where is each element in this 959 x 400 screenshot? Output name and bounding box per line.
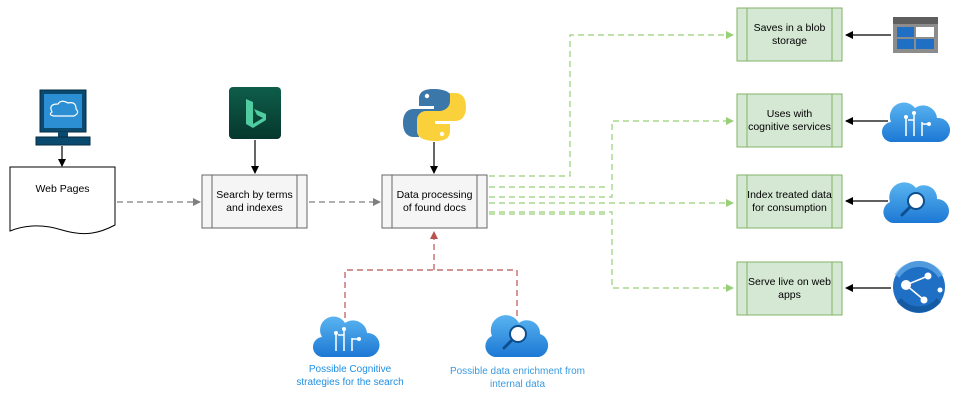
search-node (201, 174, 308, 229)
web-pages-label: Web Pages (35, 182, 90, 195)
processing-label: Data processing of found docs (396, 188, 473, 214)
bing-icon (229, 87, 281, 139)
computer-icon (35, 89, 91, 146)
web-pages-node (9, 166, 116, 235)
blob-label: Saves in a blob storage (753, 21, 826, 47)
green-connectors (489, 31, 734, 292)
index-label: Index treated data for consumption (747, 188, 832, 214)
processing-node (381, 174, 488, 229)
cognitive-services-icon (881, 102, 951, 143)
search-label: Search by terms and indexes (216, 188, 293, 214)
python-icon (403, 89, 466, 141)
cognitive-strategies-caption: Possible Cognitive strategies for the se… (296, 364, 404, 388)
enrichment-caption: Possible data enrichment from internal d… (449, 366, 586, 390)
cognitive-strategies-icon (312, 316, 380, 358)
cognitive-node (736, 93, 843, 148)
data-enrichment-icon (485, 315, 549, 357)
app-service-icon (893, 260, 945, 313)
search-service-icon (883, 182, 949, 223)
index-node (736, 174, 843, 229)
serve-label: Serve live on web apps (748, 275, 831, 301)
red-connectors (344, 231, 518, 318)
cognitive-label: Uses with cognitive services (748, 107, 831, 133)
serve-node (736, 261, 843, 316)
blob-node (736, 7, 843, 62)
blob-storage-icon (893, 17, 938, 53)
